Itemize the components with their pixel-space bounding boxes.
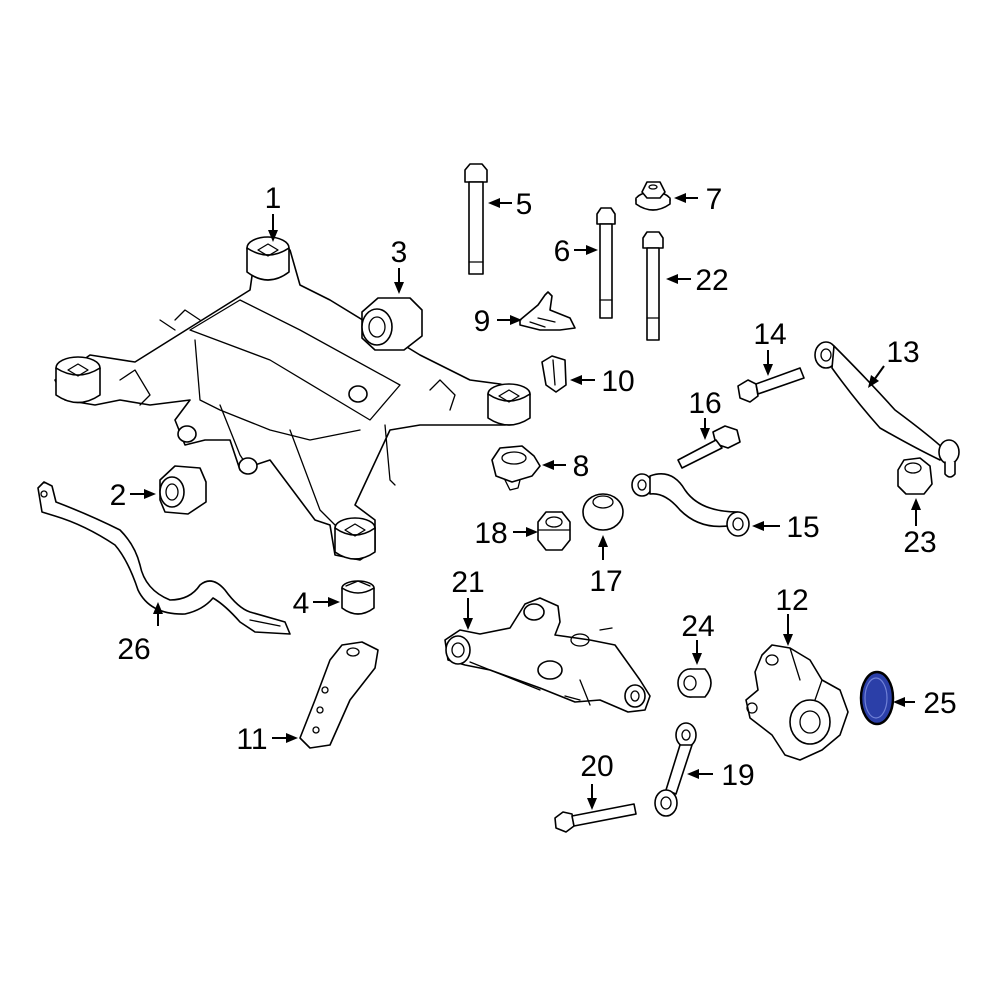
subframe-bushing-front[interactable] xyxy=(159,465,207,515)
callout-16: 16 xyxy=(688,387,721,420)
lateral-arm[interactable] xyxy=(631,473,750,537)
seal-ring[interactable] xyxy=(859,670,895,726)
bolt-medium[interactable] xyxy=(596,207,616,319)
stabilizer-bar[interactable] xyxy=(37,481,291,635)
callout-10: 10 xyxy=(601,365,634,398)
bushing-round[interactable] xyxy=(582,493,624,531)
plate-bracket[interactable] xyxy=(299,641,379,749)
callout-5: 5 xyxy=(516,188,533,221)
callout-15: 15 xyxy=(786,511,819,544)
callout-14: 14 xyxy=(753,318,786,351)
callout-18: 18 xyxy=(474,517,507,550)
bolt-upper[interactable] xyxy=(737,367,805,403)
bracket[interactable] xyxy=(519,291,576,331)
callout-4: 4 xyxy=(293,587,310,620)
bolt-arm[interactable] xyxy=(677,425,741,469)
callout-8: 8 xyxy=(573,450,590,483)
callout-9: 9 xyxy=(474,305,491,338)
callout-22: 22 xyxy=(695,264,728,297)
subframe[interactable] xyxy=(54,236,531,561)
bushing-cylinder[interactable] xyxy=(677,668,712,698)
callout-26: 26 xyxy=(117,633,150,666)
callout-24: 24 xyxy=(681,610,714,643)
callout-1: 1 xyxy=(265,182,282,215)
nut-right[interactable] xyxy=(897,457,933,495)
callout-21: 21 xyxy=(451,566,484,599)
flange-nut[interactable] xyxy=(635,181,671,211)
callout-23: 23 xyxy=(903,526,936,559)
callout-6: 6 xyxy=(554,235,571,268)
subframe-bushing-rear[interactable] xyxy=(361,297,423,351)
callout-25: 25 xyxy=(923,687,956,720)
knuckle[interactable] xyxy=(745,644,849,761)
callout-17: 17 xyxy=(589,565,622,598)
callout-3: 3 xyxy=(391,236,408,269)
callout-12: 12 xyxy=(775,584,808,617)
mount[interactable] xyxy=(491,445,541,491)
bushing-small[interactable] xyxy=(341,580,375,615)
leader-lines xyxy=(130,193,921,810)
callout-7: 7 xyxy=(706,183,723,216)
clip[interactable] xyxy=(541,355,567,393)
callout-labels: 1 2 3 4 5 6 7 8 9 10 11 12 13 14 15 16 1… xyxy=(110,182,957,792)
bolt-long-right[interactable] xyxy=(642,231,664,341)
upper-control-arm[interactable] xyxy=(814,341,960,478)
bolt-lower[interactable] xyxy=(554,803,637,833)
callout-19: 19 xyxy=(721,759,754,792)
callout-11: 11 xyxy=(236,723,267,756)
callout-13: 13 xyxy=(886,336,919,369)
callout-20: 20 xyxy=(580,750,613,783)
callout-2: 2 xyxy=(110,479,127,512)
lower-control-arm[interactable] xyxy=(444,597,651,713)
nut[interactable] xyxy=(537,511,571,551)
bolt-long[interactable] xyxy=(464,163,488,275)
end-link[interactable] xyxy=(654,722,697,817)
